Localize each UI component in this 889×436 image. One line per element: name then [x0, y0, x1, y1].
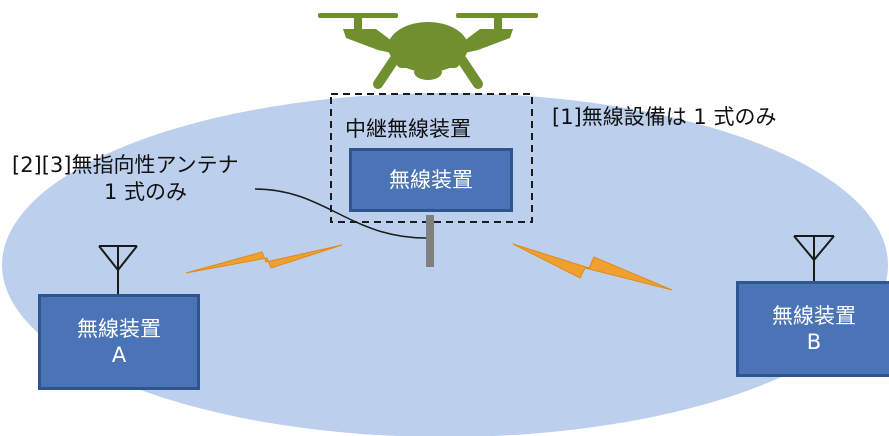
relay-device-box: 無線装置 — [349, 148, 513, 212]
device-a-label: 無線装置 — [77, 316, 161, 341]
callout-2-line2: 1 式のみ — [104, 180, 188, 204]
coverage-area — [2, 93, 888, 436]
radio-link-right-icon — [512, 243, 673, 291]
antenna-b-icon — [793, 235, 835, 283]
relay-title: 中継無線装置 — [345, 117, 471, 141]
device-b-id: B — [806, 330, 822, 354]
leader-line — [254, 188, 427, 239]
antenna-a-icon — [98, 245, 138, 297]
device-a-box: 無線装置 A — [38, 294, 200, 390]
radio-link-left-icon — [185, 244, 343, 274]
device-b-box: 無線装置 B — [736, 281, 889, 377]
relay-mast — [426, 215, 434, 267]
callout-1: [1]無線設備は 1 式のみ — [552, 105, 777, 129]
relay-enclosure — [330, 93, 533, 223]
drone-icon — [318, 13, 538, 89]
callout-2-line1: [2][3]無指向性アンテナ — [12, 153, 239, 177]
relay-device-label: 無線装置 — [389, 167, 473, 192]
device-b-label: 無線装置 — [772, 303, 856, 328]
device-a-id: A — [111, 343, 127, 367]
